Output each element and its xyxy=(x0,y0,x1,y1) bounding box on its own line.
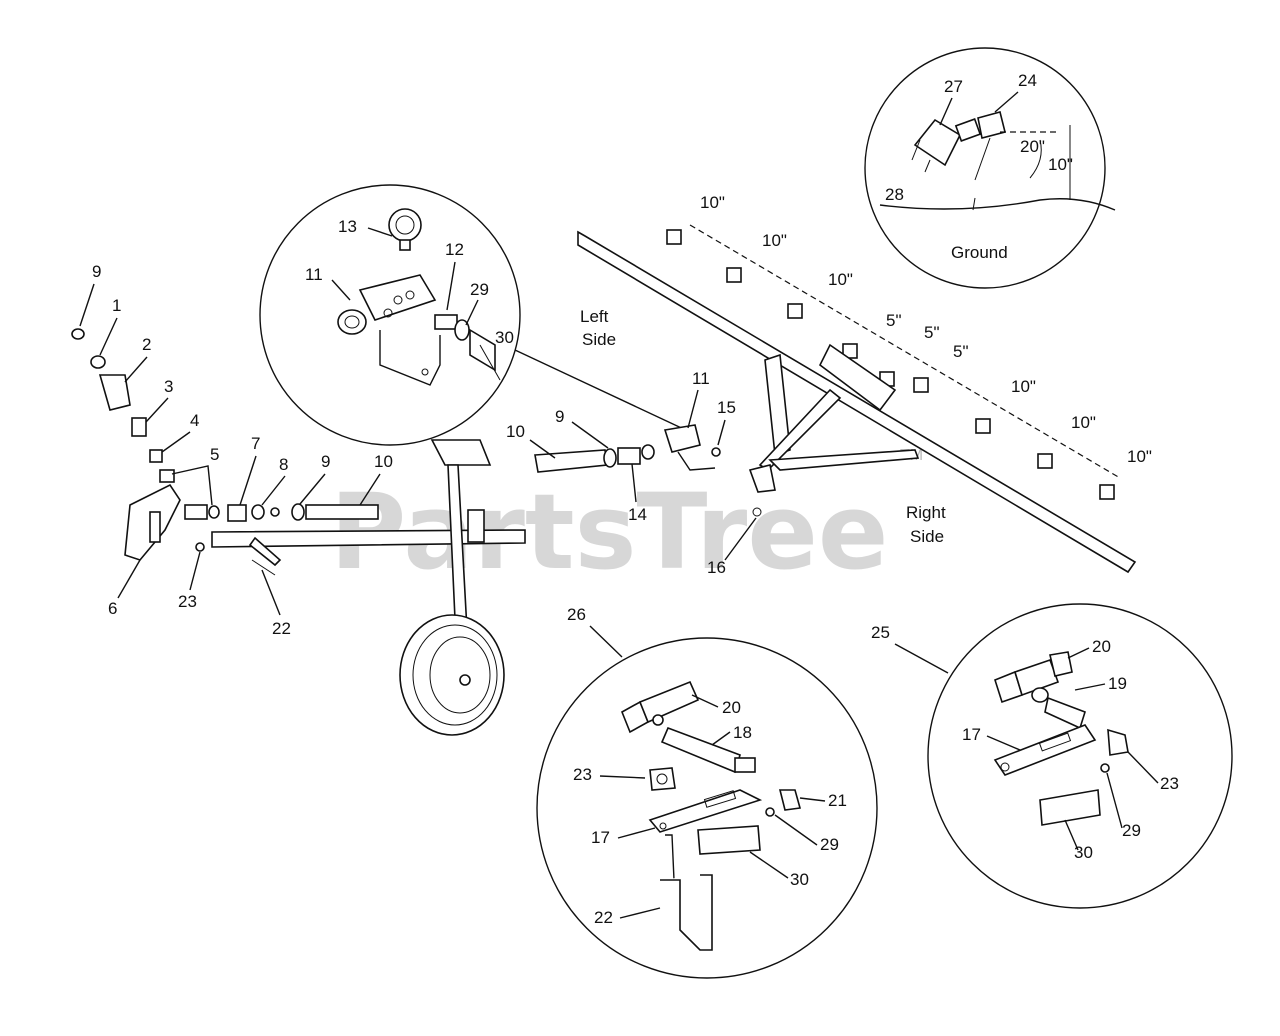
callout-28: 28 xyxy=(885,185,904,204)
callout-30-25: 30 xyxy=(1074,843,1093,862)
callout-25: 25 xyxy=(871,623,890,642)
spacing-2: 10" xyxy=(762,231,787,250)
spacing-5: 5" xyxy=(924,323,940,342)
callout-29-detail: 29 xyxy=(470,280,489,299)
callout-22-main: 22 xyxy=(272,619,291,638)
callout-19: 19 xyxy=(1108,674,1127,693)
ground-detail-circle xyxy=(864,47,1116,289)
callout-21: 21 xyxy=(828,791,847,810)
boom-hose-assembly xyxy=(534,424,721,473)
right-side-label-2: Side xyxy=(910,527,944,546)
callout-11-boom: 11 xyxy=(692,369,710,388)
callout-8: 8 xyxy=(279,455,288,474)
spacing-8: 10" xyxy=(1071,413,1096,432)
callout-4: 4 xyxy=(190,411,199,430)
callout-10-main: 10 xyxy=(374,452,393,471)
callout-23-25: 23 xyxy=(1160,774,1179,793)
callout-24: 24 xyxy=(1018,71,1037,90)
callout-20-25: 20 xyxy=(1092,637,1111,656)
callout-1: 1 xyxy=(112,296,121,315)
spacing-4: 5" xyxy=(886,311,902,330)
callout-9-top: 9 xyxy=(92,262,101,281)
left-side-label: Left xyxy=(580,307,609,326)
callout-5: 5 xyxy=(210,445,219,464)
callout-29-26: 29 xyxy=(820,835,839,854)
left-side-label-2: Side xyxy=(582,330,616,349)
callout-22-26: 22 xyxy=(594,908,613,927)
ground-label: Ground xyxy=(951,243,1008,262)
main-assembly xyxy=(71,328,526,736)
spacing-7: 10" xyxy=(1011,377,1036,396)
right-side-label: Right xyxy=(906,503,946,522)
spacing-3: 10" xyxy=(828,270,853,289)
callout-27: 27 xyxy=(944,77,963,96)
detail-circle-25 xyxy=(927,603,1233,909)
callout-10-hose: 10 xyxy=(506,422,525,441)
callout-3: 3 xyxy=(164,377,173,396)
spacing-6: 5" xyxy=(953,342,969,361)
callout-17-25: 17 xyxy=(962,725,981,744)
callout-30-26: 30 xyxy=(790,870,809,889)
callout-23-main: 23 xyxy=(178,592,197,611)
callout-12: 12 xyxy=(445,240,464,259)
detail-circle-26 xyxy=(536,637,878,979)
spacing-1: 10" xyxy=(700,193,725,212)
spacing-9: 10" xyxy=(1127,447,1152,466)
callout-2: 2 xyxy=(142,335,151,354)
callout-9-hose: 9 xyxy=(555,407,564,426)
callout-26: 26 xyxy=(567,605,586,624)
callout-23-26: 23 xyxy=(573,765,592,784)
callout-18: 18 xyxy=(733,723,752,742)
callout-9-main: 9 xyxy=(321,452,330,471)
spacing-height: 10" xyxy=(1048,155,1073,174)
callout-14: 14 xyxy=(628,505,647,524)
callout-7: 7 xyxy=(251,434,260,453)
callout-30-detail: 30 xyxy=(495,328,514,347)
callout-6: 6 xyxy=(108,599,117,618)
callout-17-26: 17 xyxy=(591,828,610,847)
callout-13: 13 xyxy=(338,217,357,236)
callout-11-detail: 11 xyxy=(305,265,323,284)
callout-15: 15 xyxy=(717,398,736,417)
callout-20-26: 20 xyxy=(722,698,741,717)
callout-16: 16 xyxy=(707,558,726,577)
spray-boom xyxy=(577,224,1137,574)
manifold-detail-circle xyxy=(259,184,521,446)
spacing-angle: 20" xyxy=(1020,137,1045,156)
callout-29-25: 29 xyxy=(1122,821,1141,840)
